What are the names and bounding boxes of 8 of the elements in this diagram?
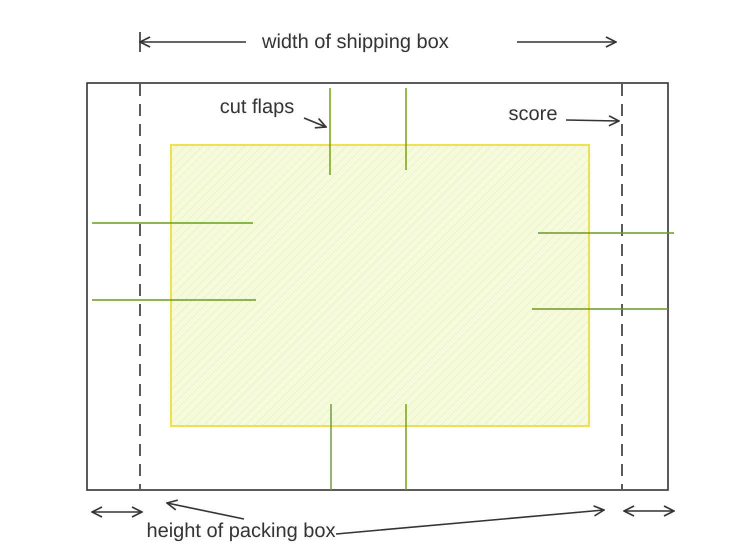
leader-arrow [166,499,244,520]
annotation-label: height of packing box [146,519,336,543]
annotation-label: score [500,102,566,126]
leader-arrow [304,117,327,129]
annotation-label: cut flaps [210,95,304,119]
leader-arrow [336,505,605,535]
leader-arrow [566,115,620,127]
dimension-label: width of shipping box [262,30,449,54]
